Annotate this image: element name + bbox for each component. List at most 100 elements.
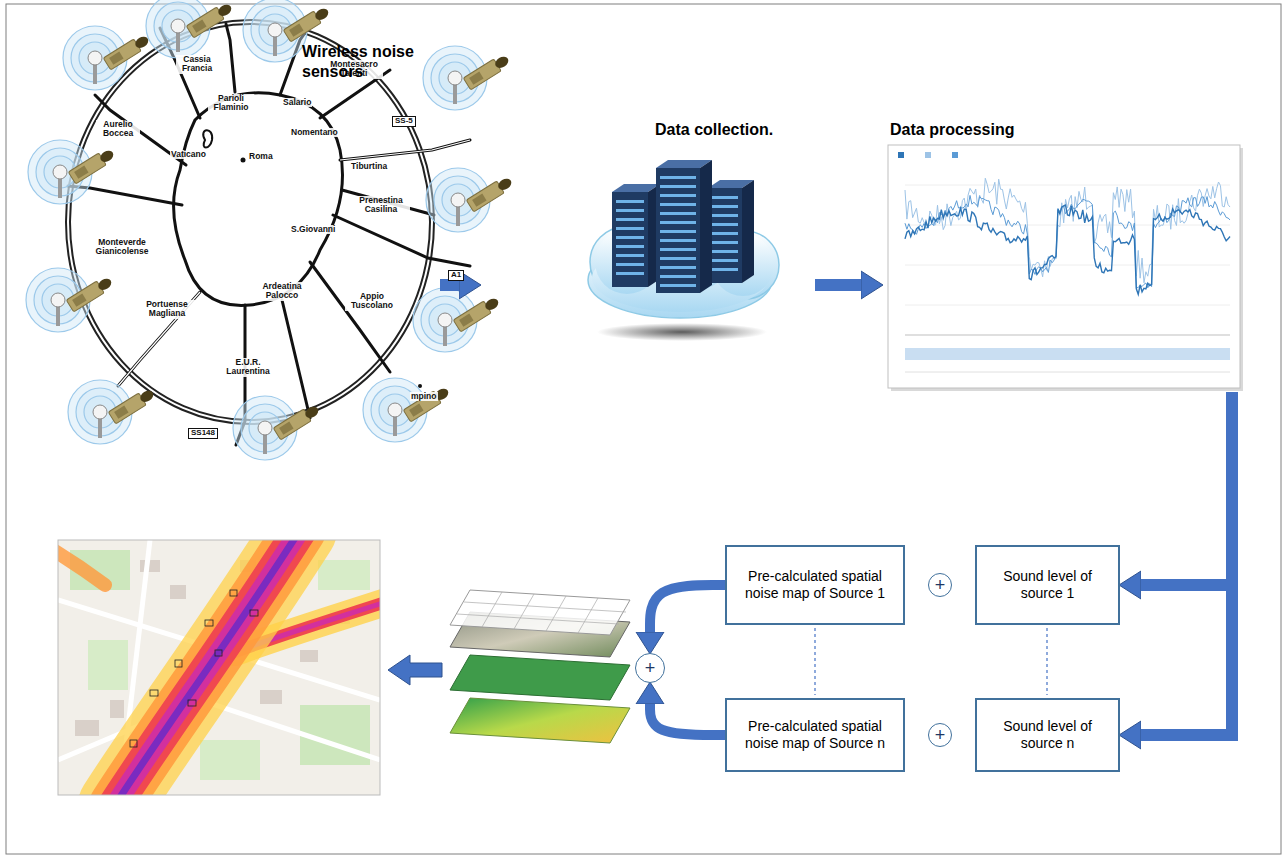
result-noise-map: [250, 610, 258, 616]
outer-frame: [6, 4, 1281, 854]
result-noise-map: [115, 540, 300, 795]
server-tower: [700, 160, 712, 293]
result-noise-map: [115, 540, 300, 795]
wireless-sensor-icon: [426, 168, 514, 232]
road-sign: A1: [448, 270, 464, 281]
result-noise-map: [140, 560, 160, 572]
wireless-sensor-icon: [233, 396, 321, 460]
district-label: E.U.R. Laurentina: [222, 358, 274, 377]
rome-road-map: [68, 22, 432, 422]
server-tower: [660, 221, 696, 224]
server-tower: [660, 266, 696, 269]
district-label: Parioli Flaminio: [208, 94, 254, 113]
wireless-sensor-icon: [243, 0, 307, 62]
ellipsis-dotted-line: [815, 628, 1047, 695]
server-tower: [616, 245, 644, 248]
district-label: Portuense Magliana: [138, 300, 196, 319]
rome-road-map: [118, 292, 200, 386]
server-tower: [612, 184, 660, 287]
result-noise-map: [205, 620, 213, 626]
plus-sign: +: [935, 726, 946, 744]
wireless-sensor-icon: [303, 404, 320, 420]
district-label: mpino: [410, 392, 438, 401]
district-label: Vaticano: [170, 150, 207, 159]
time-series-chart: [898, 152, 904, 158]
rome-road-map: [282, 300, 310, 418]
time-series-chart: [925, 152, 931, 158]
sum-circle: +: [928, 573, 952, 597]
server-tower: [712, 268, 738, 271]
server-tower: [712, 223, 738, 226]
wireless-sensor-icon: [26, 268, 114, 332]
time-series-chart: [888, 145, 1243, 391]
wireless-sensor-icon: [423, 46, 511, 110]
rome-road-map: [226, 24, 235, 92]
wireless-sensor-icon: [63, 26, 151, 90]
wireless-sensor-icon: [66, 275, 114, 312]
wireless-sensor-icon: [186, 1, 234, 38]
result-noise-map: [50, 530, 392, 805]
process-box: Pre-calculated spatial noise map of Sour…: [725, 698, 905, 772]
result-noise-map: [115, 540, 300, 795]
server-tower: [742, 180, 754, 283]
rome-road-map: [118, 292, 200, 386]
result-noise-map: [75, 720, 99, 736]
district-label: S.Giovanni: [290, 225, 336, 234]
wireless-sensor-icon: [413, 288, 477, 352]
panel-heading: Data processing: [890, 120, 1090, 140]
wireless-sensor-icon: [493, 54, 510, 70]
result-noise-map: [150, 690, 158, 696]
result-noise-map: [200, 740, 260, 780]
cloud-server-icon: [588, 160, 779, 341]
district-label: Tiburtina: [350, 162, 388, 171]
wireless-sensor-icon: [93, 405, 107, 419]
server-tower: [616, 218, 644, 221]
time-series-chart: [905, 185, 1230, 186]
wireless-sensor-icon: [448, 71, 462, 85]
rome-road-map: [340, 140, 470, 160]
server-tower: [712, 214, 738, 217]
wireless-sensor-icon: [233, 396, 297, 460]
server-tower: [616, 263, 644, 266]
time-series-chart: [888, 145, 1240, 388]
cloud-server-icon: [597, 323, 767, 341]
server-tower: [712, 196, 738, 199]
wireless-sensor-icon: [88, 51, 102, 65]
wireless-sensor-icon: [451, 193, 465, 207]
result-noise-map: [130, 740, 137, 747]
result-noise-map: [130, 590, 258, 747]
server-tower: [660, 203, 696, 206]
wireless-sensor-icon: [463, 53, 511, 90]
rome-road-map: [340, 140, 470, 160]
rome-road-map: [241, 158, 246, 163]
wireless-sensor-icon: [453, 295, 501, 332]
server-tower: [616, 209, 644, 212]
server-tower: [660, 176, 696, 179]
server-tower: [660, 284, 696, 287]
result-noise-map: [58, 540, 380, 795]
server-tower: [712, 241, 738, 244]
flow-arrow: [1141, 392, 1232, 585]
map-layer-stack: [450, 590, 630, 743]
map-layer-stack: [546, 596, 566, 631]
district-label: Monteverde Gianicolense: [90, 238, 154, 257]
road-sign: SS148: [188, 428, 218, 439]
wireless-sensor-icon: [53, 165, 67, 179]
wireless-sensor-icon: [426, 168, 490, 232]
wireless-sensor-icon: [283, 5, 331, 42]
road-sign: SS-5: [392, 116, 416, 127]
district-label: Aurelio Boccea: [96, 120, 140, 139]
time-series-chart: [905, 305, 1230, 306]
server-tower: [616, 227, 644, 230]
chart-panel: Data processing: [882, 110, 1245, 392]
map-layer-stack: [450, 698, 630, 743]
flow-arrow: [650, 585, 725, 632]
wireless-sensor-icon: [313, 6, 330, 22]
sum-circle: +: [635, 653, 665, 683]
wireless-sensor-icon: [68, 380, 132, 444]
flow-arrow: [1141, 392, 1232, 735]
rome-road-map: [68, 22, 432, 422]
wireless-sensor-icon: [51, 293, 65, 307]
wireless-sensor-icon: [114, 406, 128, 419]
wireless-sensor-icon: [409, 404, 423, 417]
